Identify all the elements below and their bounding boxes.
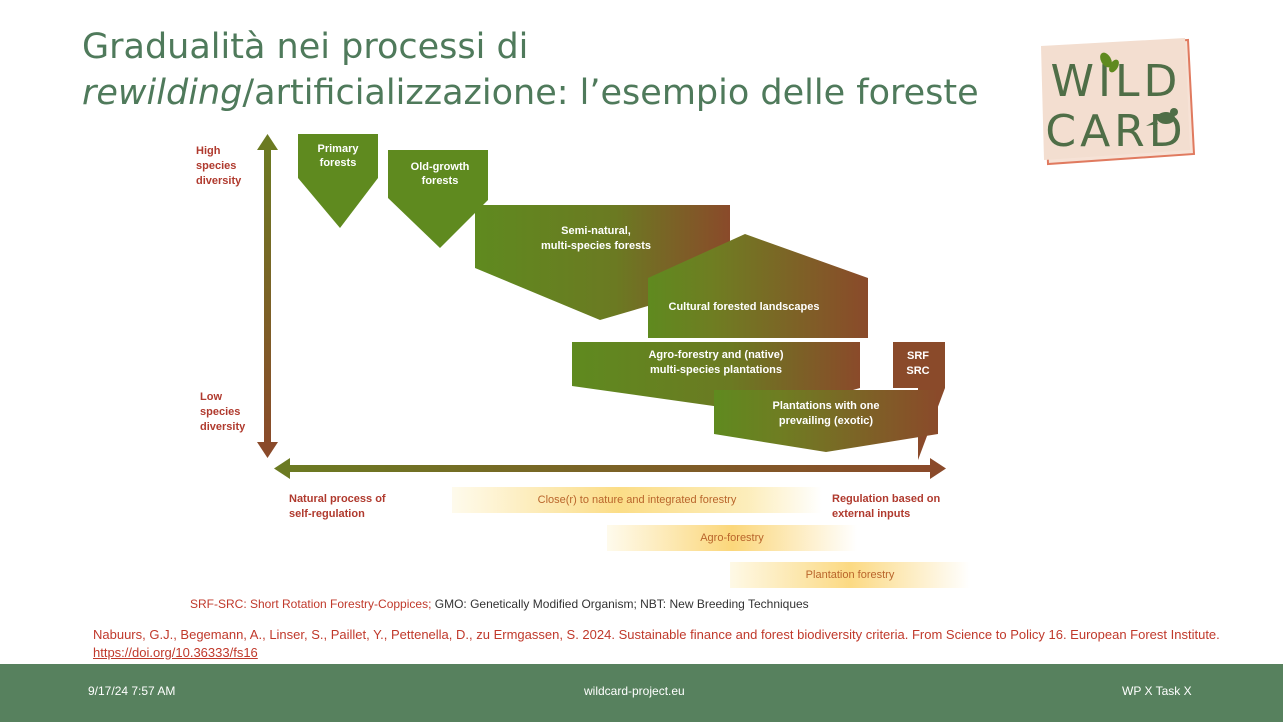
- y-axis-high-label: High species diversity: [196, 145, 242, 187]
- x-axis-arrow: [274, 458, 946, 479]
- citation: Nabuurs, G.J., Begemann, A., Linser, S.,…: [93, 626, 1243, 662]
- citation-doi-link[interactable]: https://doi.org/10.36333/fs16: [93, 645, 258, 660]
- label-oldgrowth-2: forests: [422, 175, 459, 187]
- shape-old-growth-forests: [388, 150, 488, 248]
- shape-plantations: [714, 390, 938, 452]
- bird-icon: [1146, 108, 1178, 126]
- title-line-2-rest: /artificializzazione: l’esempio delle fo…: [242, 73, 979, 113]
- label-plantations-2: prevailing (exotic): [779, 415, 873, 427]
- slide-title: Gradualità nei processi di rewilding/art…: [82, 24, 979, 116]
- footer-date: 9/17/24 7:57 AM: [88, 684, 176, 698]
- label-primary-2: forests: [320, 157, 357, 169]
- label-seminatural-1: Semi-natural,: [561, 225, 631, 237]
- abbreviations-footnote: SRF-SRC: Short Rotation Forestry-Coppice…: [190, 597, 809, 611]
- citation-text: Nabuurs, G.J., Begemann, A., Linser, S.,…: [93, 627, 1220, 642]
- footer-bar: 9/17/24 7:57 AM wildcard-project.eu WP X…: [0, 664, 1283, 722]
- leaf-icon: [1100, 52, 1119, 73]
- band-close-to-nature: Close(r) to nature and integrated forest…: [452, 487, 822, 513]
- title-line-2: rewilding/artificializzazione: l’esempio…: [82, 70, 979, 116]
- y-axis-low-label: Low species diversity: [200, 391, 246, 433]
- footnote-rest: GMO: Genetically Modified Organism; NBT:…: [431, 597, 809, 611]
- label-agro-1: Agro-forestry and (native): [648, 349, 783, 361]
- label-plantations-1: Plantations with one: [773, 400, 880, 412]
- shape-cultural-landscapes: [648, 234, 868, 338]
- footer-task: WP X Task X: [1122, 684, 1192, 698]
- shape-primary-forests: [298, 134, 378, 228]
- label-oldgrowth-1: Old-growth: [411, 161, 470, 173]
- band-plantation-forestry: Plantation forestry: [730, 562, 970, 588]
- label-cultural: Cultural forested landscapes: [669, 301, 820, 313]
- label-primary-1: Primary: [318, 143, 360, 155]
- label-agro-2: multi-species plantations: [650, 364, 782, 376]
- label-seminatural-2: multi-species forests: [541, 240, 651, 252]
- footer-website: wildcard-project.eu: [584, 684, 685, 698]
- band-agro-forestry: Agro-forestry: [607, 525, 857, 551]
- title-italic-word: rewilding: [82, 73, 243, 113]
- label-srf: SRF: [907, 350, 929, 362]
- x-axis-right-label: Regulation based on external inputs: [832, 493, 941, 520]
- y-axis-arrow: [257, 134, 278, 458]
- footnote-srf-src: SRF-SRC: Short Rotation Forestry-Coppice…: [190, 597, 432, 611]
- x-axis-left-label: Natural process of self-regulation: [289, 493, 386, 520]
- wildcard-logo: WILD CARD: [1041, 38, 1196, 166]
- title-line-1: Gradualità nei processi di: [82, 27, 529, 67]
- label-src: SRC: [906, 365, 929, 377]
